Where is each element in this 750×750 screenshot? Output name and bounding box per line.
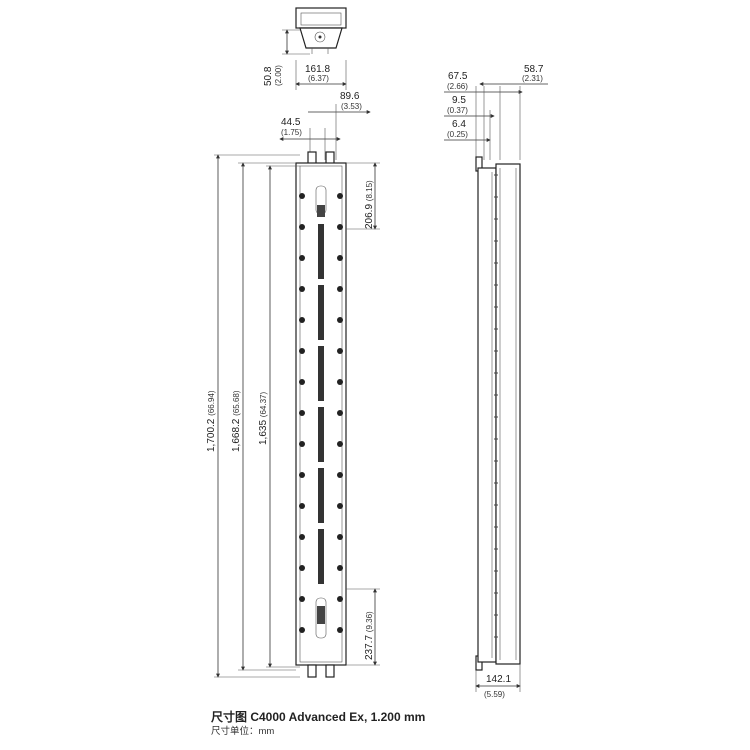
top-view: 50.8 (2.00): [263, 7, 347, 86]
mounting-hole: [299, 379, 305, 385]
dim-top-height-in: (2.00): [274, 65, 283, 86]
mounting-hole: [337, 596, 343, 602]
led-strip: [318, 529, 324, 584]
dim-width-outer-in: (6.37): [308, 74, 329, 83]
dim-flange-b: 6.4: [452, 119, 466, 130]
mounting-hole: [337, 472, 343, 478]
mounting-hole: [337, 410, 343, 416]
mounting-hole: [337, 224, 343, 230]
dim-length-housing: 1,668.2 (65.68): [231, 390, 242, 452]
mounting-hole: [299, 441, 305, 447]
mounting-hole: [299, 503, 305, 509]
mounting-hole: [299, 224, 305, 230]
led-strip: [318, 285, 324, 340]
mounting-hole: [337, 379, 343, 385]
mounting-hole: [299, 317, 305, 323]
caption-unit: 尺寸单位：mm: [211, 726, 275, 737]
mounting-hole: [299, 534, 305, 540]
dim-flange-b-in: (0.25): [447, 130, 468, 139]
dim-width-outer: 161.8: [305, 64, 330, 75]
mounting-hole: [299, 286, 305, 292]
mounting-hole: [299, 596, 305, 602]
dim-top-window: 206.9 (8.15): [364, 180, 375, 229]
mounting-hole: [337, 534, 343, 540]
led-strip: [318, 224, 324, 279]
mounting-hole: [337, 441, 343, 447]
dim-flange-a: 9.5: [452, 95, 466, 106]
dim-depth-body: 58.7: [524, 64, 544, 75]
dim-flange-a-in: (0.37): [447, 106, 468, 115]
dim-length-total: 1,700.2 (66.94): [206, 390, 217, 452]
mounting-hole: [299, 565, 305, 571]
dim-width-half-in: (3.53): [341, 102, 362, 111]
dim-connector-offset-in: (1.75): [281, 128, 302, 137]
front-view-length-dims: 1,700.2 (66.94) 1,668.2 (65.68) 1,635 (6…: [206, 154, 380, 678]
dim-width-base-in: (5.59): [484, 690, 505, 699]
mounting-hole: [299, 193, 305, 199]
mounting-hole: [337, 286, 343, 292]
dim-top-height: 50.8: [263, 66, 274, 86]
dim-length-field: 1,635 (64.37): [258, 392, 269, 445]
dim-depth-outer: 67.5: [448, 71, 468, 82]
dim-bottom-window: 237.7 (9.36): [364, 611, 375, 660]
mounting-hole: [337, 348, 343, 354]
mounting-hole: [337, 503, 343, 509]
front-view: [295, 151, 347, 678]
dimension-drawing: 50.8 (2.00) 161.8 (6.37) 89.6 (3.53) 44.…: [206, 7, 548, 699]
mounting-hole: [299, 410, 305, 416]
mounting-hole: [337, 317, 343, 323]
dim-width-half: 89.6: [340, 91, 360, 102]
figure-caption: 尺寸图 C4000 Advanced Ex, 1.200 mm 尺寸单位：mm: [211, 709, 425, 739]
mounting-hole: [337, 627, 343, 633]
dim-connector-offset: 44.5: [281, 117, 301, 128]
dim-depth-body-in: (2.31): [522, 74, 543, 83]
mounting-hole: [299, 472, 305, 478]
mounting-hole: [299, 348, 305, 354]
mounting-hole: [299, 255, 305, 261]
dim-depth-outer-in: (2.66): [447, 82, 468, 91]
led-strip: [318, 407, 324, 462]
dim-width-base: 142.1: [486, 674, 511, 685]
caption-title: 尺寸图 C4000 Advanced Ex, 1.200 mm: [211, 710, 426, 724]
mounting-hole: [337, 193, 343, 199]
mounting-hole: [299, 627, 305, 633]
side-view: 67.5 (2.66) 58.7 (2.31) 9.5 (0.37) 6.4 (…: [444, 64, 548, 699]
mounting-hole: [337, 565, 343, 571]
front-view-top-dims: 161.8 (6.37) 89.6 (3.53) 44.5 (1.75): [279, 60, 371, 160]
mounting-hole: [337, 255, 343, 261]
led-strip: [318, 468, 324, 523]
led-strip: [318, 346, 324, 401]
